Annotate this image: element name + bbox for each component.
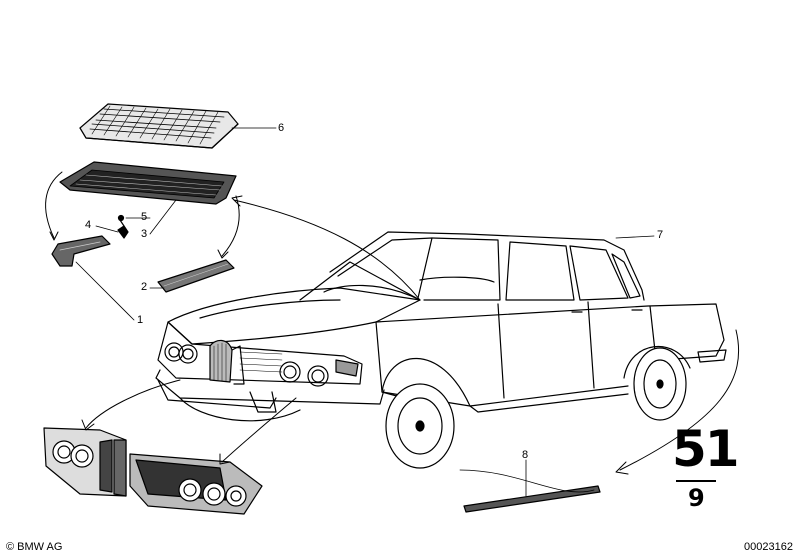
callout-5: 5 xyxy=(141,211,148,223)
callout-3: 3 xyxy=(141,228,148,240)
part-front-grille-assembly xyxy=(43,427,263,515)
group-number: 51 xyxy=(672,420,740,478)
part-1-bracket xyxy=(51,235,111,267)
assembly-arrows xyxy=(45,171,421,301)
callout-6: 6 xyxy=(278,122,285,134)
part-3-grille xyxy=(59,161,237,205)
callout-1: 1 xyxy=(137,314,144,326)
part-6-grille-panel xyxy=(79,103,239,149)
car-body xyxy=(155,231,727,469)
callout-8: 8 xyxy=(522,449,529,461)
callout-2: 2 xyxy=(141,281,148,293)
leader-lines xyxy=(75,127,655,497)
rear-arrow xyxy=(615,329,740,475)
document-id: 00023162 xyxy=(744,541,793,553)
part-4-5-fasteners xyxy=(117,214,129,239)
callout-7: 7 xyxy=(657,229,664,241)
grille-arrows xyxy=(81,379,297,465)
callout-4: 4 xyxy=(85,219,92,231)
copyright-text: © BMW AG xyxy=(6,541,63,553)
group-sub-number: 9 xyxy=(688,484,705,512)
part-2-trim xyxy=(157,259,235,293)
part-8-strip xyxy=(459,469,601,513)
group-divider xyxy=(676,480,716,482)
